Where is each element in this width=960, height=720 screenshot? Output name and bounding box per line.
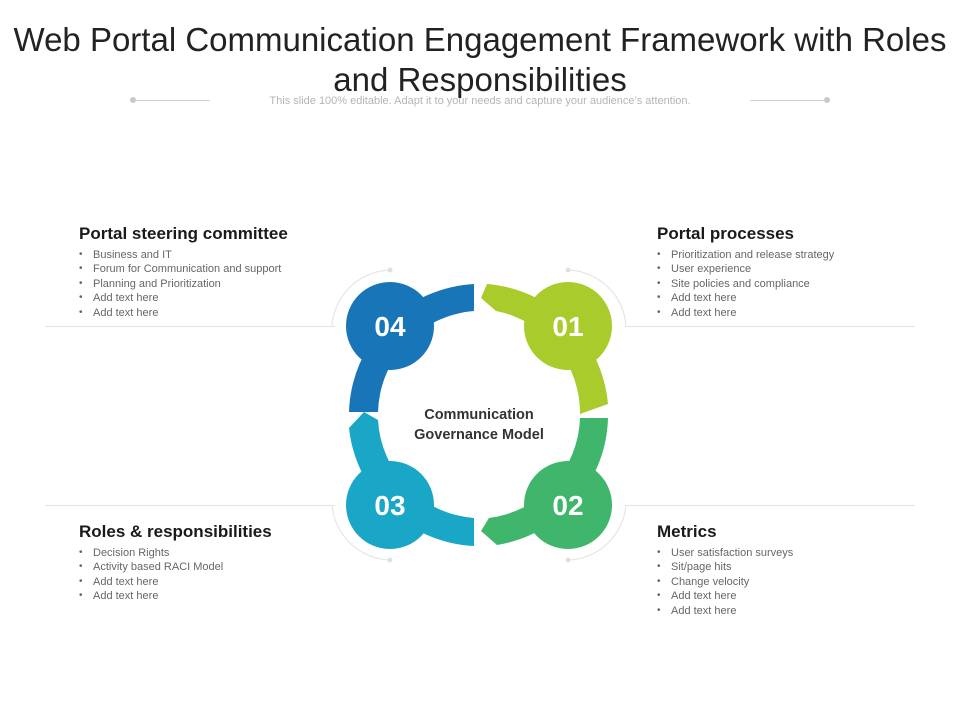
step-number-02: 02 <box>552 490 583 521</box>
deco-arc-bottom-left <box>331 504 391 561</box>
bullet-item: Forum for Communication and support <box>79 262 339 277</box>
subtitle-left-dot <box>130 97 136 103</box>
block-roles-responsibilities: Roles & responsibilities Decision Rights… <box>79 522 339 604</box>
bullet-item: Add text here <box>657 306 917 321</box>
bullet-item: Business and IT <box>79 248 339 263</box>
subtitle-right-line <box>750 100 824 101</box>
step-circle-03: 03 <box>346 461 434 549</box>
deco-dot-top-left <box>387 267 393 273</box>
block-portal-processes: Portal processes Prioritization and rele… <box>657 224 917 320</box>
ring-arrow-01 <box>481 284 608 414</box>
deco-dot-bottom-left <box>387 557 393 563</box>
block-heading: Portal steering committee <box>79 224 288 243</box>
divider-top-left <box>45 326 335 327</box>
block-heading: Metrics <box>657 522 717 541</box>
deco-dot-bottom-right <box>565 557 571 563</box>
bullet-list: Decision Rights Activity based RACI Mode… <box>79 546 339 604</box>
subtitle: This slide 100% editable. Adapt it to yo… <box>269 95 691 107</box>
center-label-line1: Communication <box>424 407 534 423</box>
block-heading: Portal processes <box>657 224 795 243</box>
bullet-item: Decision Rights <box>79 546 339 561</box>
ring-arrows <box>349 284 608 546</box>
bullet-item: Add text here <box>79 575 339 590</box>
deco-arc-bottom-right <box>567 504 627 561</box>
bullet-item: Site policies and compliance <box>657 277 917 292</box>
bullet-item: Planning and Prioritization <box>79 277 339 292</box>
bullet-item: Sit/page hits <box>657 560 917 575</box>
block-heading: Roles & responsibilities <box>79 522 272 541</box>
divider-bottom-right <box>625 505 915 506</box>
ring-arrow-02 <box>481 418 608 545</box>
bullet-item: Activity based RACI Model <box>79 560 339 575</box>
deco-arc-top-right <box>567 269 627 327</box>
ring-arrow-03 <box>349 412 474 546</box>
bullet-item: Add text here <box>79 291 339 306</box>
bullet-item: Add text here <box>657 291 917 306</box>
step-circle-04: 04 <box>346 282 434 370</box>
bullet-item: Add text here <box>79 306 339 321</box>
bullet-item: Add text here <box>79 589 339 604</box>
block-portal-steering-committee: Portal steering committee Business and I… <box>79 224 339 320</box>
bullet-item: User satisfaction surveys <box>657 546 917 561</box>
divider-bottom-left <box>45 505 335 506</box>
subtitle-left-line <box>136 100 210 101</box>
bullet-item: Add text here <box>657 589 917 604</box>
page-title: Web Portal Communication Engagement Fram… <box>13 21 947 98</box>
center-label-line2: Governance Model <box>414 427 544 443</box>
step-circle-02: 02 <box>524 461 612 549</box>
bullet-list: Business and IT Forum for Communication … <box>79 248 339 320</box>
divider-top-right <box>625 326 915 327</box>
step-number-01: 01 <box>552 311 583 342</box>
subtitle-row: This slide 100% editable. Adapt it to yo… <box>130 93 830 109</box>
bullet-item: Prioritization and release strategy <box>657 248 917 263</box>
ring-arrow-04 <box>349 284 474 412</box>
deco-dot-top-right <box>565 267 571 273</box>
bullet-item: User experience <box>657 262 917 277</box>
step-circle-01: 01 <box>524 282 612 370</box>
step-number-03: 03 <box>374 490 405 521</box>
bullet-list: Prioritization and release strategy User… <box>657 248 917 320</box>
bullet-item: Change velocity <box>657 575 917 590</box>
bullet-item: Add text here <box>657 604 917 619</box>
subtitle-right-dot <box>824 97 830 103</box>
block-metrics: Metrics User satisfaction surveys Sit/pa… <box>657 522 917 618</box>
bullet-list: User satisfaction surveys Sit/page hits … <box>657 546 917 618</box>
step-number-04: 04 <box>374 311 406 342</box>
